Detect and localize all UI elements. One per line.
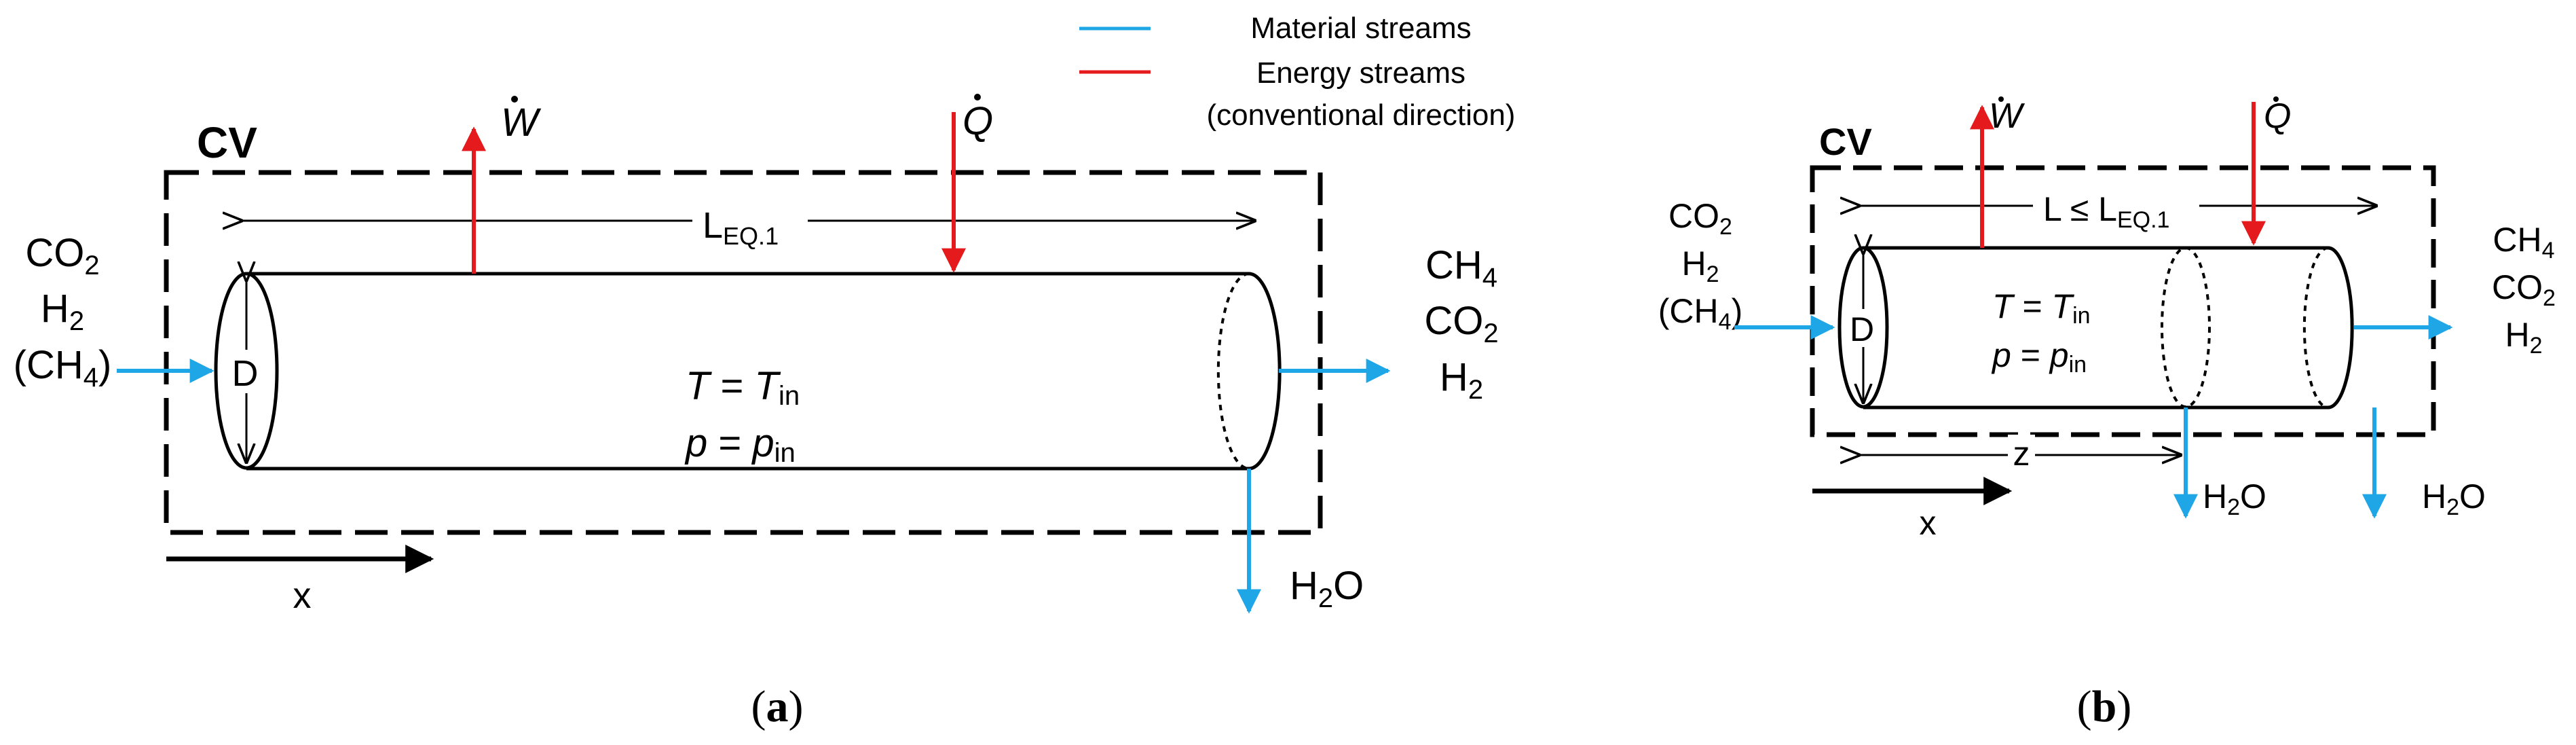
svg-text:CO2: CO2 [25,231,99,280]
diameter-label-b: D [1850,310,1874,348]
pressure-label-a: p = pin [684,421,796,468]
legend: Material streams Energy streams (convent… [1079,12,1515,132]
axis-label-b: x [1920,504,1937,542]
svg-text:(CH4): (CH4) [1658,292,1742,335]
temperature-label-a: T = Tin [686,364,800,411]
material-legend-label: Material streams [1250,12,1471,45]
svg-text:H2: H2 [2505,316,2542,359]
work-label-b: W [1989,96,2026,136]
heat-label-a: Q [963,99,993,143]
svg-text:CH4: CH4 [2493,221,2554,264]
svg-text:H2: H2 [1681,244,1719,287]
cv-label-b: CV [1819,120,1872,163]
heat-dot-a [974,94,981,101]
water-label-a: H2O [1290,564,1364,613]
reactor-cylinder-b [1837,246,2354,410]
caption-b: (b) [2077,682,2132,731]
work-dot-a [511,96,518,103]
outlet-species-a: CH4 CO2 H2 [1424,243,1498,405]
svg-text:H2: H2 [41,287,84,336]
water-label-b2: H2O [2422,477,2486,520]
outlet-species-b: CH4 CO2 H2 [2492,221,2556,359]
inlet-species-b: CO2 H2 (CH4) [1658,197,1742,335]
inlet-species-a: CO2 H2 (CH4) [14,231,112,393]
energy-legend-label-2: (conventional direction) [1207,98,1516,132]
length-label-b: L ≤ LEQ.1 [2043,190,2169,233]
temperature-label-b: T = Tin [1992,287,2091,329]
energy-legend-label: Energy streams [1256,56,1466,90]
svg-text:CH4: CH4 [1425,243,1497,293]
water-label-b1: H2O [2203,477,2266,520]
control-volume-a [164,170,1323,535]
svg-text:H2: H2 [1440,355,1483,405]
panel-b: CV D L ≤ LEQ.1 W Q T = Tin p = pin [1658,96,2556,731]
panel-a: CV D LEQ.1 W Q T = Tin p = pin CO2 [14,94,1499,731]
pressure-label-b: p = pin [1991,336,2087,378]
heat-dot-b [2273,96,2279,102]
heat-label-b: Q [2264,96,2291,136]
diameter-label-a: D [232,353,259,394]
length-label-a: LEQ.1 [703,205,779,250]
cv-label-a: CV [197,118,257,167]
svg-text:CO2: CO2 [1424,299,1498,348]
svg-text:CO2: CO2 [1668,197,1732,240]
z-label-b: z [2013,435,2030,473]
svg-text:(CH4): (CH4) [14,343,112,393]
axis-label-a: x [293,575,312,616]
work-dot-b [1998,96,2004,102]
svg-text:CO2: CO2 [2492,268,2556,311]
work-label-a: W [501,101,542,145]
control-volume-b [1810,165,2436,437]
caption-a: (a) [751,682,804,731]
